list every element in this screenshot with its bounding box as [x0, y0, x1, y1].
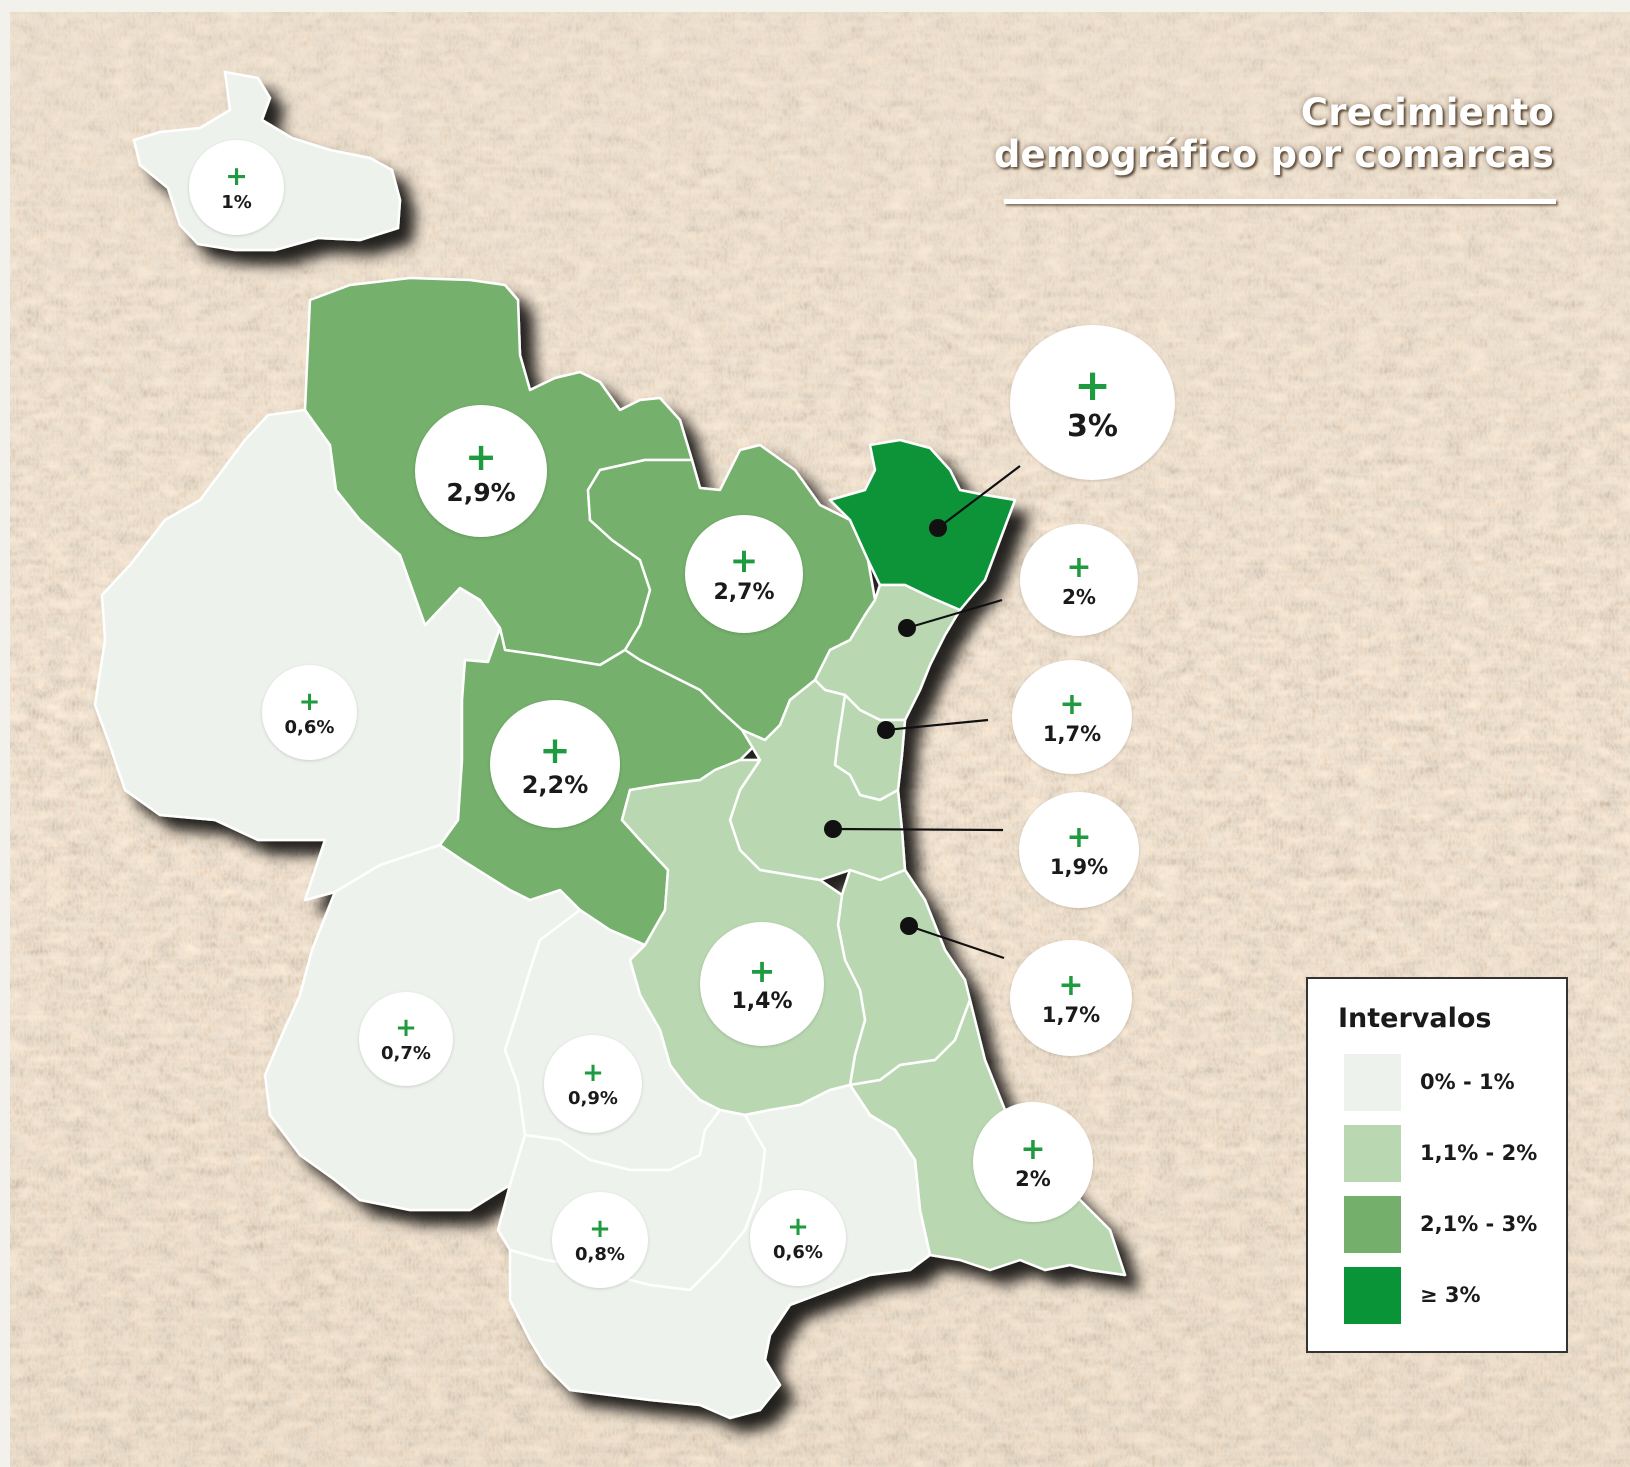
plus-icon: +: [589, 1214, 611, 1244]
value-label: 2,7%: [713, 580, 775, 605]
plus-icon: +: [1066, 550, 1092, 585]
value-label: 0,8%: [575, 1244, 625, 1265]
marker-dot-camp-morvedre: [929, 519, 947, 537]
bubble-serranos: + 2,9%: [415, 405, 547, 537]
plus-icon: +: [298, 686, 321, 717]
legend-swatch: [1344, 1054, 1401, 1111]
bubble-ribera-alta: + 1,4%: [700, 922, 824, 1046]
value-label: 0,7%: [381, 1043, 431, 1064]
bubble-canal-navarres: + 0,9%: [544, 1035, 642, 1133]
legend-item-0-1: 0% - 1%: [1344, 1054, 1564, 1112]
bubble-vall-albaida: + 0,6%: [750, 1190, 846, 1286]
legend-swatch: [1344, 1196, 1401, 1253]
legend-title: Intervalos: [1338, 1003, 1492, 1034]
value-label: 0,9%: [568, 1088, 618, 1109]
plus-icon: +: [395, 1013, 417, 1043]
plus-icon: +: [1066, 819, 1092, 855]
plus-icon: +: [465, 434, 497, 479]
plus-icon: +: [1020, 1131, 1046, 1167]
legend-swatch: [1344, 1267, 1401, 1324]
value-label: 1,9%: [1049, 854, 1109, 879]
value-label: 1,7%: [1041, 1002, 1101, 1027]
bubble-camp-turia: + 2,7%: [685, 515, 803, 633]
value-label: 1,4%: [731, 989, 793, 1014]
region-vall-albaida: [508, 1083, 932, 1420]
title-underline: [1004, 199, 1556, 204]
bubble-rincon-ademuz: + 1%: [189, 140, 284, 235]
plus-icon: +: [1074, 359, 1111, 411]
bubble-requena-utiel: + 0,6%: [262, 665, 357, 760]
marker-dot-valencia-city: [877, 721, 895, 739]
map-title-line-1: Crecimiento: [1300, 91, 1554, 134]
leader-line-ribera-baixa: [908, 924, 1005, 960]
leader-line-horta-nord: [906, 598, 1003, 630]
bubble-costera: + 0,8%: [552, 1192, 648, 1288]
bubble-valle-cofrentes: + 0,7%: [359, 992, 453, 1086]
marker-dot-ribera-baixa: [900, 917, 918, 935]
bubble-horta-sud: + 1,9%: [1019, 792, 1139, 908]
legend-label: ≥ 3%: [1420, 1283, 1481, 1307]
value-label: 2,9%: [446, 477, 516, 507]
marker-dot-horta-sud: [824, 820, 842, 838]
leader-line-camp-morvedre: [937, 465, 1021, 529]
marker-dot-horta-nord: [898, 619, 916, 637]
legend-swatch: [1344, 1125, 1401, 1182]
bubble-camp-morvedre: + 3%: [1010, 325, 1175, 480]
map-title: Crecimiento demográfico por comarcas: [954, 92, 1554, 176]
bubble-ribera-baixa: + 1,7%: [1010, 940, 1132, 1056]
plus-icon: +: [539, 728, 571, 772]
value-label: 2%: [1062, 585, 1096, 609]
plus-icon: +: [582, 1058, 604, 1088]
legend-item-3-plus: ≥ 3%: [1344, 1267, 1564, 1325]
legend: Intervalos 0% - 1% 1,1% - 2% 2,1% - 3% ≥…: [1306, 977, 1568, 1353]
plus-icon: +: [787, 1212, 809, 1242]
plus-icon: +: [1059, 686, 1085, 722]
bubble-valencia-city: + 1,7%: [1012, 660, 1132, 774]
bubble-horta-nord: + 2%: [1020, 524, 1138, 636]
legend-label: 0% - 1%: [1420, 1070, 1515, 1094]
plus-icon: +: [225, 161, 248, 192]
value-label: 3%: [1067, 408, 1118, 444]
plus-icon: +: [1058, 967, 1084, 1003]
legend-item-2-3: 2,1% - 3%: [1344, 1196, 1564, 1254]
value-label: 1,7%: [1042, 721, 1102, 746]
leader-line-valencia-city: [885, 718, 989, 732]
plus-icon: +: [729, 541, 759, 581]
map-title-line-2: demográfico por comarcas: [993, 133, 1554, 176]
bubble-hoya-bunol: + 2,2%: [490, 700, 620, 828]
value-label: 2%: [1015, 1166, 1051, 1191]
legend-label: 1,1% - 2%: [1420, 1141, 1538, 1165]
bubble-safor: + 2%: [973, 1102, 1093, 1222]
value-label: 2,2%: [521, 770, 589, 799]
plus-icon: +: [748, 952, 776, 990]
leader-line-horta-sud: [832, 827, 1004, 832]
value-label: 1%: [221, 192, 252, 213]
value-label: 0,6%: [284, 716, 335, 738]
legend-item-1-2: 1,1% - 2%: [1344, 1125, 1564, 1183]
legend-label: 2,1% - 3%: [1420, 1212, 1538, 1236]
value-label: 0,6%: [773, 1242, 823, 1263]
